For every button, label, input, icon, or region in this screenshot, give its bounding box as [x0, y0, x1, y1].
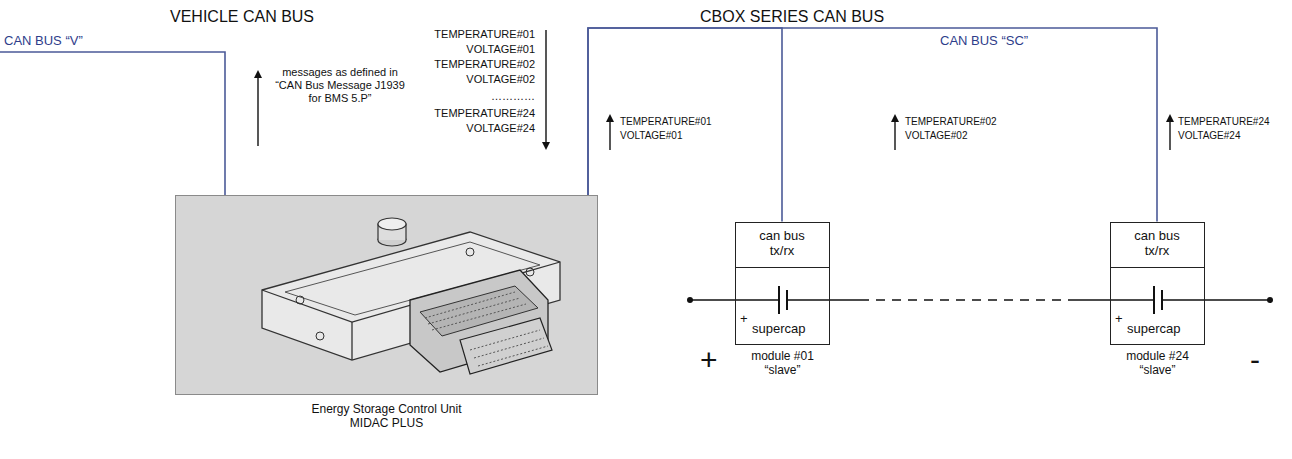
annotation-label: CAN BUS “SC” [940, 33, 1028, 49]
annotation-label: + [740, 311, 748, 327]
annotation-label: ………… [491, 90, 535, 103]
flow-arrow [257, 74, 258, 146]
annotation-label: TEMPERATURE#01 [434, 28, 535, 41]
module-box: supercapmodule #24 “slave”can bus tx/rx [1110, 222, 1205, 345]
transceiver-box: can bus tx/rx [1110, 222, 1205, 268]
bus-title: CBOX SERIES CAN BUS [700, 7, 884, 26]
annotation-label: VOLTAGE#24 [466, 122, 535, 135]
bus-connector [588, 28, 782, 222]
transceiver-box: can bus tx/rx [735, 222, 830, 268]
annotation-label: TEMPERATURE#02 [905, 116, 997, 128]
annotation-label: + [1115, 311, 1123, 327]
annotation-label: messages as defined in “CAN Bus Message … [270, 66, 410, 106]
flow-arrow [1169, 118, 1170, 150]
module-caption: module #01 “slave” [736, 349, 829, 378]
bus-connector [588, 28, 1157, 222]
bus-title: + [700, 342, 718, 378]
annotation-label: VOLTAGE#02 [466, 73, 535, 86]
bus-title: - [1250, 342, 1260, 378]
series-string [687, 286, 1273, 314]
vehicle-bus-wire [0, 52, 225, 195]
annotation-label: TEMPERATURE#24 [1178, 116, 1270, 128]
component-label: supercap [1127, 321, 1180, 337]
annotation-label: VOLTAGE#02 [905, 130, 967, 142]
annotation-label: VOLTAGE#24 [1178, 130, 1240, 142]
ecu-illustration [176, 196, 597, 394]
annotation-label: VOLTAGE#01 [466, 43, 535, 56]
flow-arrow [545, 30, 546, 146]
flow-arrow [609, 118, 610, 150]
annotation-label: CAN BUS “V” [4, 33, 83, 49]
module-caption: module #24 “slave” [1111, 349, 1204, 378]
unit-caption: Energy Storage Control Unit MIDAC PLUS [292, 402, 482, 431]
annotation-label: VOLTAGE#01 [620, 130, 682, 142]
module-box: supercapmodule #01 “slave”can bus tx/rx [735, 222, 830, 345]
transceiver-label: can bus tx/rx [1126, 228, 1188, 259]
annotation-label: TEMPERATURE#01 [620, 116, 712, 128]
annotation-label: TEMPERATURE#24 [434, 107, 535, 120]
component-label: supercap [752, 321, 805, 337]
annotation-label: TEMPERATURE#02 [434, 58, 535, 71]
transceiver-label: can bus tx/rx [751, 228, 813, 259]
bus-title: VEHICLE CAN BUS [170, 7, 314, 26]
control-unit-box: Energy Storage Control Unit MIDAC PLUS [175, 195, 598, 395]
flow-arrow [894, 118, 895, 150]
